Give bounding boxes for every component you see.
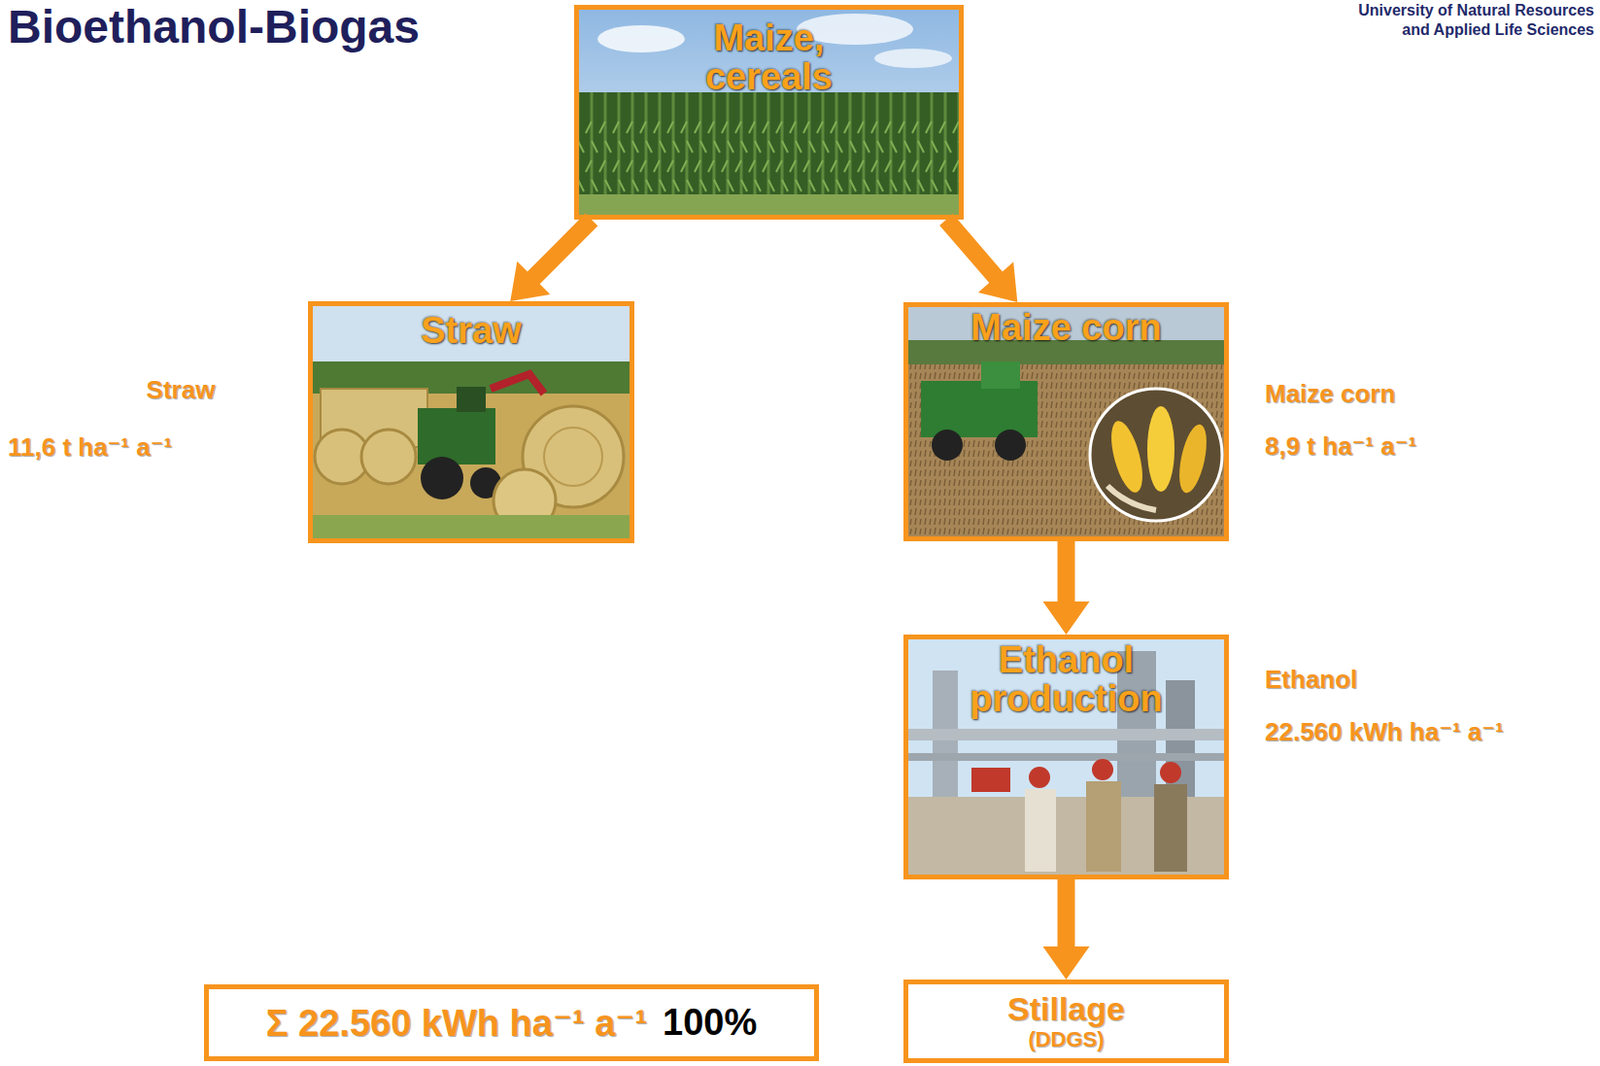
flow-arrow [1043, 879, 1090, 980]
ethanol-photo-box: Ethanol production [903, 634, 1229, 880]
total-energy-box: Σ 22.560 kWh ha⁻¹ a⁻¹ 100% [204, 984, 819, 1061]
photo-caption: Ethanol production [935, 641, 1198, 719]
product-name: Maize corn [1264, 378, 1396, 409]
flow-arrow [939, 213, 1018, 303]
flow-arrow [1043, 541, 1090, 635]
corn-photo-box: Maize corn [903, 302, 1229, 542]
crop-photo-box: Maize, cereals [574, 4, 964, 220]
yield-value: 11,6 t ha⁻¹ a⁻¹ [7, 432, 172, 463]
university-name: and Applied Life Sciences [1401, 21, 1595, 39]
photo-caption: Maize corn [970, 308, 1161, 348]
photo-caption: Straw [420, 311, 521, 351]
box-text: 100% [662, 1001, 757, 1044]
slide-title: Bioethanol-Biogas [7, 0, 420, 54]
straw-photo-box: Straw [307, 301, 635, 544]
maize-harvest-photo [908, 306, 1225, 537]
photo-caption: Maize, cereals [662, 19, 877, 98]
box-text: Stillage [1007, 990, 1125, 1027]
box-text: (DDGS) [1027, 1027, 1104, 1052]
box-text: Σ 22.560 kWh ha⁻¹ a⁻¹ [266, 1001, 647, 1045]
university-name: University of Natural Resources [1358, 1, 1595, 20]
maize-field-photo [578, 9, 959, 215]
straw-bales-photo [312, 306, 630, 539]
ethanol-plant-photo [908, 639, 1225, 875]
product-name: Ethanol [1264, 664, 1358, 695]
flow-arrow [510, 213, 598, 302]
product-name: Straw [146, 374, 216, 406]
stillage-box: Stillage(DDGS) [903, 979, 1229, 1063]
energy-value: 22.560 kWh ha⁻¹ a⁻¹ [1264, 716, 1504, 748]
yield-value: 8,9 t ha⁻¹ a⁻¹ [1264, 431, 1417, 462]
